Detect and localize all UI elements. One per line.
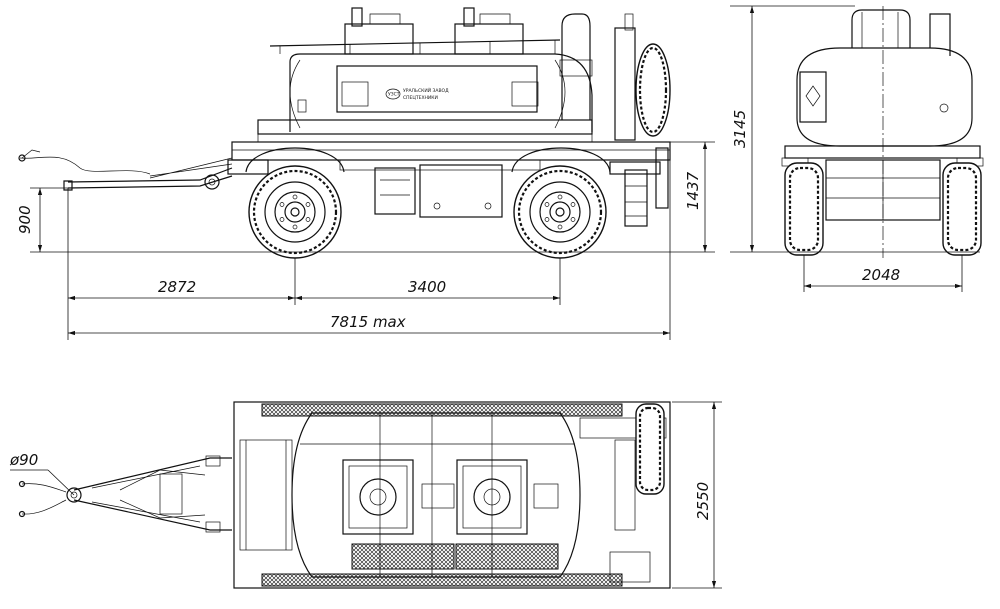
side-view: УЗСТ УРАЛЬСКИЙ ЗАВОД СПЕЦТЕХНИКИ	[18, 7, 715, 340]
dim-hitch-height: 900	[16, 205, 34, 234]
top-drawbar	[18, 455, 232, 533]
dim-total-width: 2550	[694, 482, 712, 520]
side-wheel-front	[247, 164, 343, 260]
side-wheel-rear	[512, 164, 608, 260]
dim-hitch-to-axle: 2872	[158, 278, 196, 296]
top-rear	[579, 403, 667, 583]
side-tank: УЗСТ УРАЛЬСКИЙ ЗАВОД СПЕЦТЕХНИКИ	[257, 7, 671, 143]
side-drawbar	[18, 149, 233, 191]
dim-frame-height: 1437	[684, 171, 702, 210]
dim-track-width: 2048	[862, 266, 900, 284]
plate-logo: УЗСТ	[388, 92, 400, 98]
plate-line1: УРАЛЬСКИЙ ЗАВОД	[403, 87, 449, 94]
manufacturer-plate: УЗСТ УРАЛЬСКИЙ ЗАВОД СПЕЦТЕХНИКИ	[385, 87, 449, 101]
dim-eye-diameter: ø90	[9, 451, 38, 469]
side-dimensions	[30, 141, 715, 340]
rear-view	[730, 5, 984, 292]
dim-axle-base: 3400	[408, 278, 446, 296]
plate-line2: СПЕЦТЕХНИКИ	[403, 95, 438, 101]
dim-total-length: 7815 max	[330, 313, 406, 331]
side-chassis	[227, 141, 671, 227]
top-view	[10, 401, 722, 589]
dim-total-height: 3145	[731, 110, 749, 148]
top-tank	[291, 412, 581, 578]
